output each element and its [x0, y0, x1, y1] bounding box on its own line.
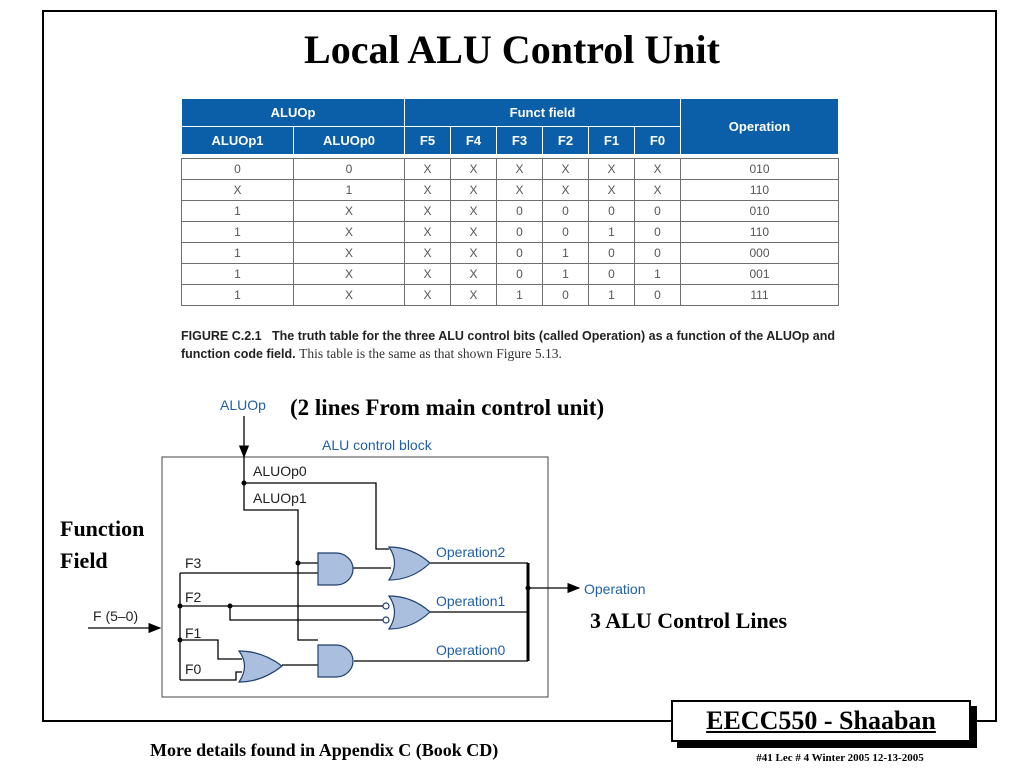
- truth-table: ALUOp Funct field Operation ALUOp1 ALUOp…: [181, 98, 839, 306]
- header-funct-field: Funct field: [404, 98, 681, 127]
- f-input-label: F (5–0): [93, 608, 138, 624]
- subheader-f0: F0: [634, 126, 681, 155]
- table-cell: 0: [542, 284, 589, 306]
- operation2-label: Operation2: [436, 544, 505, 560]
- slide-title: Local ALU Control Unit: [304, 27, 720, 72]
- subheader-f2: F2: [542, 126, 589, 155]
- junction-dot: [241, 480, 247, 486]
- or-gate-f: [237, 650, 283, 683]
- subheader-f3: F3: [496, 126, 543, 155]
- caption-plain-text: This table is the same as that shown Fig…: [299, 346, 562, 361]
- and-gate-1: [317, 552, 354, 586]
- f0-wire: [180, 671, 242, 681]
- footer-meta: #41 Lec # 4 Winter 2005 12-13-2005: [756, 752, 924, 764]
- operation-output-label: Operation: [584, 581, 645, 597]
- header-operation: Operation: [680, 98, 839, 155]
- f1-label: F1: [185, 625, 202, 641]
- header-aluop: ALUOp: [181, 98, 405, 127]
- alu-control-block: [161, 456, 549, 698]
- and-gate-op0: [317, 644, 354, 678]
- junction-dot: [227, 603, 233, 609]
- or-gate-op2: [387, 546, 431, 581]
- subheader-aluop1: ALUOp1: [181, 126, 294, 155]
- f3-label: F3: [185, 555, 202, 571]
- alu-control-lines-label: 3 ALU Control Lines: [590, 608, 788, 633]
- table-cell: 111: [680, 284, 839, 306]
- f1-wire: [180, 639, 242, 660]
- aluop1-label: ALUOp1: [253, 490, 307, 506]
- footer-brand-box: EECC550 - Shaaban: [671, 700, 971, 742]
- footer-brand: EECC550 - Shaaban: [706, 706, 936, 735]
- table-cell: 0: [634, 284, 681, 306]
- aluop1-wire: [243, 483, 318, 641]
- operation1-label: Operation1: [436, 593, 505, 609]
- more-details-note: More details found in Appendix C (Book C…: [150, 740, 499, 760]
- junction-dot: [177, 637, 183, 643]
- subheader-aluop0: ALUOp0: [293, 126, 405, 155]
- f1-op1-wire: [229, 606, 386, 621]
- junction-dot: [525, 585, 531, 591]
- junction-dot: [177, 603, 183, 609]
- junction-dot: [295, 560, 301, 566]
- or-gate-op1: [387, 595, 431, 630]
- subheader-f1: F1: [588, 126, 635, 155]
- inverter-bubble: [382, 616, 390, 624]
- alu-control-block-label: ALU control block: [322, 437, 433, 453]
- inverter-bubble: [382, 602, 390, 610]
- figure-caption: FIGURE C.2.1 The truth table for the thr…: [181, 327, 841, 363]
- aluop0-wire: [243, 457, 389, 550]
- f2-label: F2: [185, 589, 202, 605]
- f0-label: F0: [185, 661, 202, 677]
- table-cell: X: [293, 284, 405, 306]
- aluop-input-label: ALUOp: [220, 397, 266, 413]
- subheader-f5: F5: [404, 126, 451, 155]
- subheader-f4: F4: [450, 126, 497, 155]
- caption-label: FIGURE C.2.1: [181, 329, 262, 343]
- caption-bold-text: The truth table for the three ALU contro…: [181, 329, 835, 361]
- function-field-label: Function Field: [60, 516, 145, 573]
- table-cell: 1: [181, 284, 294, 306]
- operation0-label: Operation0: [436, 642, 505, 658]
- main-control-note: (2 lines From main control unit): [290, 395, 605, 420]
- aluop0-label: ALUOp0: [253, 463, 307, 479]
- slide-frame: [42, 10, 997, 722]
